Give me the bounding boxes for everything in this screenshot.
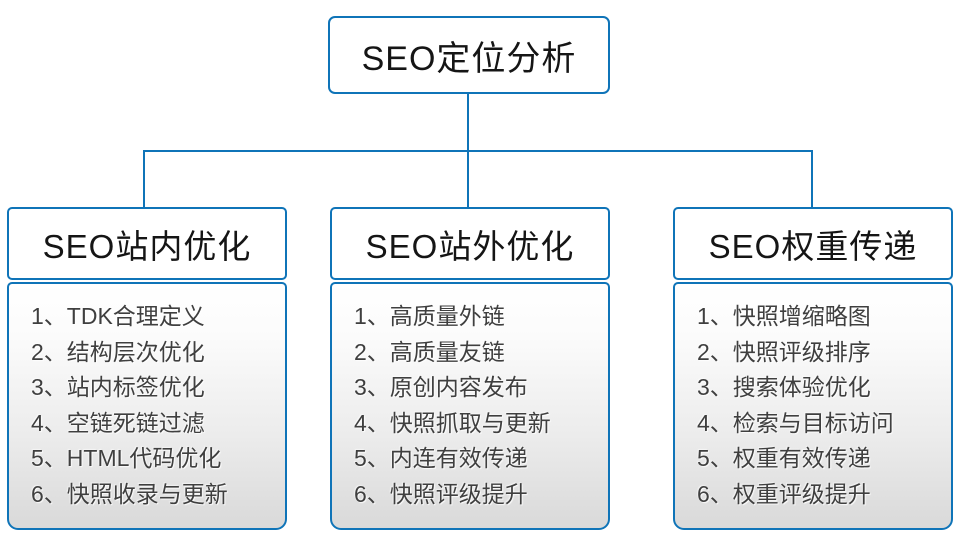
list-item: 2、高质量友链 bbox=[354, 338, 505, 365]
connector-horizontal bbox=[143, 150, 813, 152]
list-item: 6、快照收录与更新 bbox=[31, 480, 228, 507]
list-item: 4、检索与目标访问 bbox=[697, 409, 894, 436]
column-panel-offsite: 1、高质量外链 2、高质量友链 3、原创内容发布 4、快照抓取与更新 5、内连有… bbox=[330, 282, 610, 530]
list-item: 3、原创内容发布 bbox=[354, 374, 528, 400]
list-item: 4、快照抓取与更新 bbox=[354, 409, 551, 436]
list-item: 2、快照评级排序 bbox=[697, 338, 871, 365]
list-item: 5、内连有效传递 bbox=[354, 445, 528, 471]
list-item: 3、搜索体验优化 bbox=[697, 374, 871, 400]
list-item: 5、权重有效传递 bbox=[697, 445, 871, 471]
column-header-onsite: SEO站内优化 bbox=[7, 207, 287, 280]
column-header-offsite: SEO站外优化 bbox=[330, 207, 610, 280]
column-header-weight-transfer: SEO权重传递 bbox=[673, 207, 953, 280]
list-item: 1、快照增缩略图 bbox=[697, 303, 871, 329]
list-item: 2、结构层次优化 bbox=[31, 338, 205, 365]
connector-right-vertical bbox=[811, 150, 813, 208]
list-item: 3、站内标签优化 bbox=[31, 374, 205, 400]
list-item: 6、权重评级提升 bbox=[697, 480, 871, 507]
column-panel-onsite: 1、TDK合理定义 2、结构层次优化 3、站内标签优化 4、空链死链过滤 5、H… bbox=[7, 282, 287, 530]
list-item: 4、空链死链过滤 bbox=[31, 409, 205, 436]
connector-middle-vertical bbox=[467, 150, 469, 208]
list-item: 1、TDK合理定义 bbox=[31, 303, 205, 329]
list-item: 6、快照评级提升 bbox=[354, 480, 528, 507]
list-item: 1、高质量外链 bbox=[354, 303, 505, 329]
list-item: 5、HTML代码优化 bbox=[31, 445, 222, 471]
column-panel-weight-transfer: 1、快照增缩略图 2、快照评级排序 3、搜索体验优化 4、检索与目标访问 5、权… bbox=[673, 282, 953, 530]
root-node-seo-positioning: SEO定位分析 bbox=[328, 16, 610, 94]
connector-left-vertical bbox=[143, 150, 145, 208]
connector-root-vertical bbox=[467, 93, 469, 151]
